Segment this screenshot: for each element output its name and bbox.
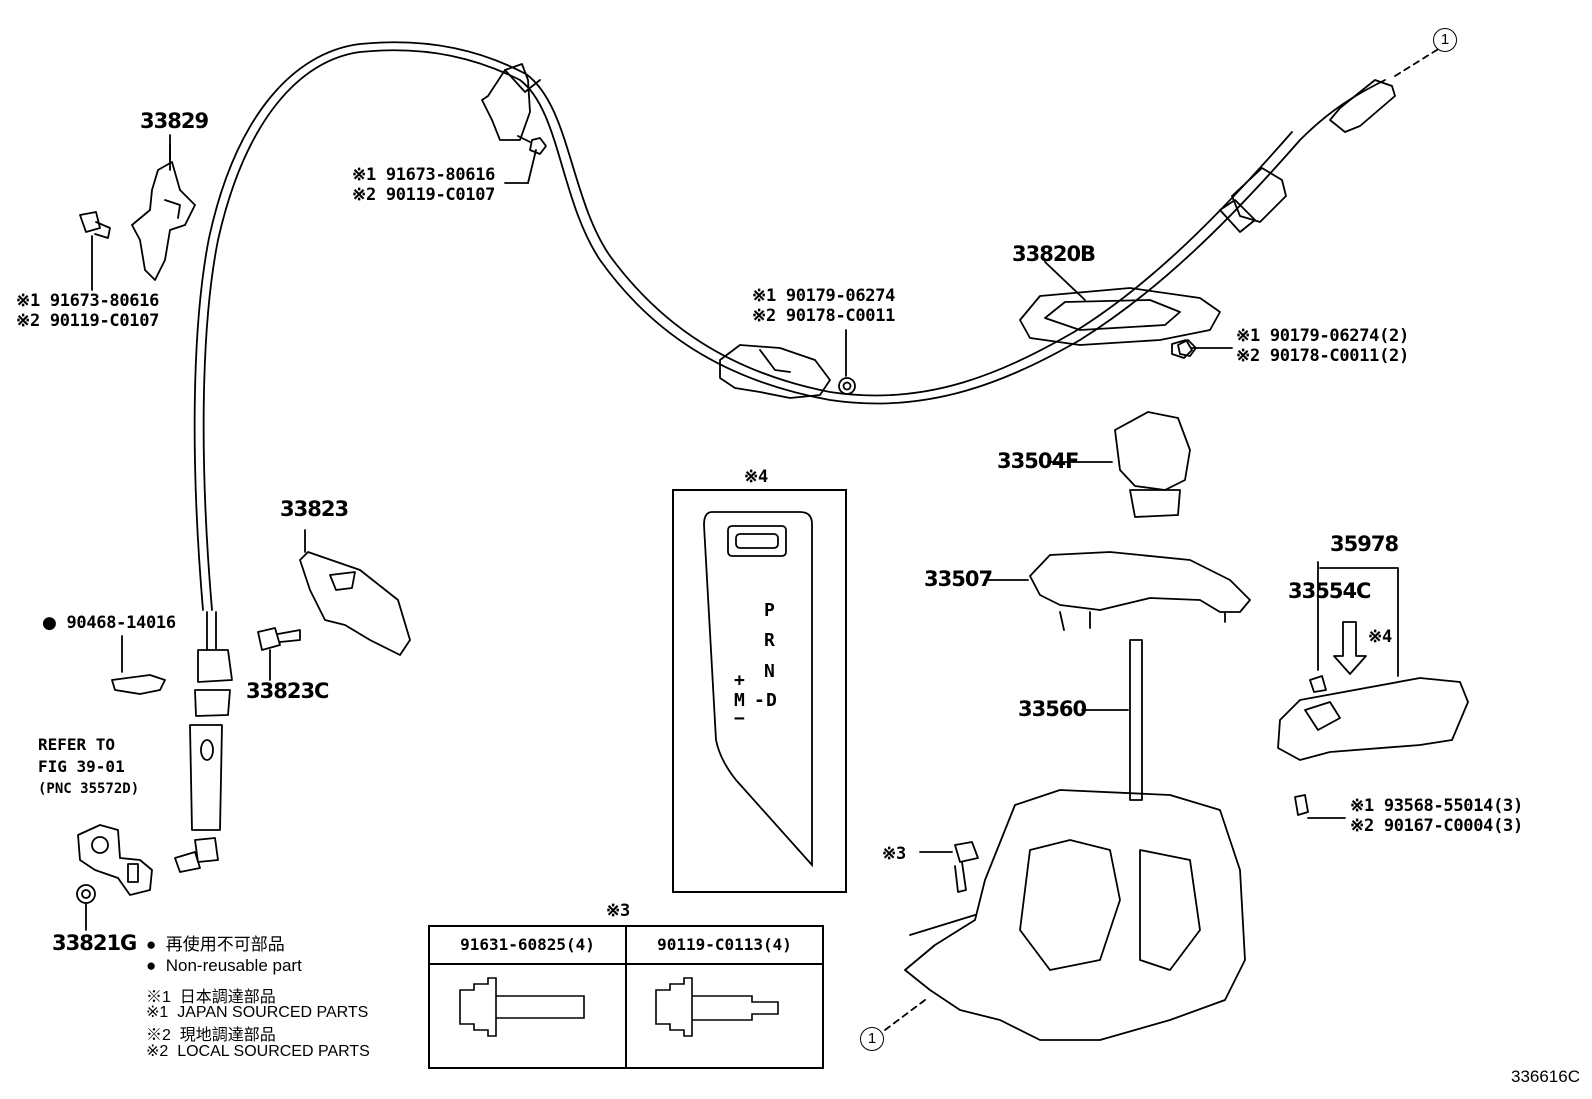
legend-text: LOCAL SOURCED PARTS: [177, 1043, 370, 1060]
part-label-33507: 33507: [924, 567, 993, 591]
non-reusable-dot-icon: ●: [42, 613, 57, 633]
gear-letter-dash: -: [754, 690, 765, 711]
legend-text: Non-reusable part: [165, 956, 302, 975]
bolt-33823c: [257, 627, 281, 651]
callout-top-bolt-2: ※2 90119-C0107: [352, 185, 496, 205]
callout-left-bolt-1: ※1 91673-80616: [16, 291, 160, 311]
legend-item-3: ※1 日本調達部品: [146, 983, 276, 1007]
callout-top-bolt-1: ※1 91673-80616: [352, 165, 496, 185]
nut-right: [1171, 339, 1193, 359]
shift-panel-box: [672, 489, 847, 893]
legend-item-2: ● Non-reusable part: [146, 956, 302, 976]
legend-text: 再使用不可部品: [165, 935, 285, 954]
part-label-33829: 33829: [140, 109, 209, 133]
gear-letter-minus: −: [734, 708, 745, 729]
legend-mark: ※2: [146, 1027, 171, 1044]
bolt-note3: [954, 841, 979, 863]
callout-right-screw-1: ※1 93568-55014(3): [1350, 796, 1523, 816]
cable-bracket-mid: [719, 344, 831, 399]
shift-knob-33504f: [1114, 411, 1191, 491]
part-label-90468: ● 90468-14016: [42, 614, 176, 632]
bolt-91631-drawing: [459, 977, 497, 1037]
gear-letter-n: N: [764, 661, 775, 682]
legend-item-4: ※1 JAPAN SOURCED PARTS: [146, 1002, 368, 1022]
circle-marker-top: 1: [1433, 28, 1457, 52]
bracket-33820b: [1019, 287, 1221, 346]
legend-text: 日本調達部品: [179, 989, 276, 1006]
legend-mark: ●: [146, 935, 157, 954]
table-column-divider: [625, 927, 627, 1067]
callout-right-nut-2: ※2 90178-C0011(2): [1236, 346, 1409, 366]
part-number-90468: 90468-14016: [66, 613, 176, 633]
part-label-33554c: 33554C: [1288, 579, 1371, 603]
cable-lower-section: [197, 649, 233, 683]
gear-letter-r: R: [764, 630, 775, 651]
switch-35978: [1277, 677, 1469, 761]
screw-right: [1294, 794, 1309, 816]
part-label-33820b: 33820B: [1012, 242, 1096, 266]
shift-cable: [202, 49, 1386, 611]
cable-bracket-top: [481, 63, 531, 141]
refer-note-line2: FIG 39-01: [38, 757, 125, 776]
table-header-col1: 91631-60825(4): [430, 927, 625, 965]
clip-90468: [111, 674, 166, 695]
bracket-33823: [299, 551, 411, 656]
part-label-33823c: 33823C: [246, 679, 329, 703]
gear-letter-m: M: [734, 690, 745, 711]
callout-right-screw-2: ※2 90167-C0004(3): [1350, 816, 1523, 836]
callout-right-nut-1: ※1 90179-06274(2): [1236, 326, 1409, 346]
table-header-col2: 90119-C0113(4): [627, 927, 822, 965]
housing-33507: [1029, 551, 1251, 613]
legend-text: JAPAN SOURCED PARTS: [177, 1004, 369, 1021]
callout-panel-note4: ※4: [744, 467, 768, 487]
legend-item-5: ※2 現地調達部品: [146, 1021, 276, 1045]
legend-mark: ※1: [146, 989, 171, 1006]
down-arrow: [1333, 621, 1367, 675]
part-label-33560: 33560: [1018, 697, 1087, 721]
part-label-33823: 33823: [280, 497, 349, 521]
part-label-33821g: 33821G: [52, 931, 137, 955]
legend-item-1: ● 再使用不可部品: [146, 930, 285, 955]
legend-text: 現地調達部品: [179, 1027, 276, 1044]
gear-letter-p: P: [764, 600, 775, 621]
bracket-33821g: [77, 824, 153, 896]
part-label-33504f: 33504F: [997, 449, 1079, 473]
part-label-35978: 35978: [1330, 532, 1399, 556]
gear-letter-d: D: [766, 690, 777, 711]
callout-arrow-note4: ※4: [1368, 627, 1392, 647]
callout-table-note3: ※3: [606, 901, 630, 921]
refer-note-line3: (PNC 35572D): [38, 781, 140, 797]
callout-left-bolt-2: ※2 90119-C0107: [16, 311, 160, 331]
circle-marker-bottom: 1: [860, 1027, 884, 1051]
illustration-code: 336616C: [1510, 1067, 1580, 1086]
callout-bolt-note3: ※3: [882, 844, 906, 864]
legend-mark: ●: [146, 956, 157, 975]
legend-mark: ※1: [146, 1004, 169, 1021]
shift-panel: [703, 511, 813, 868]
bracket-33829: [131, 161, 196, 281]
bolt-90119-drawing: [655, 977, 693, 1037]
callout-mid-nut-1: ※1 90179-06274: [752, 286, 896, 306]
legend-mark: ※2: [146, 1043, 169, 1060]
callout-mid-nut-2: ※2 90178-C0011: [752, 306, 896, 326]
cable-end-fitting: [1329, 79, 1396, 133]
refer-note-line1: REFER TO: [38, 735, 116, 754]
shift-lever-33560: [1129, 639, 1143, 801]
gear-letter-plus: +: [734, 670, 745, 691]
legend-item-6: ※2 LOCAL SOURCED PARTS: [146, 1041, 370, 1061]
bolt-left: [79, 211, 101, 233]
shift-indicator-window: [727, 525, 787, 557]
bolt-table: 91631-60825(4) 90119-C0113(4): [428, 925, 824, 1069]
